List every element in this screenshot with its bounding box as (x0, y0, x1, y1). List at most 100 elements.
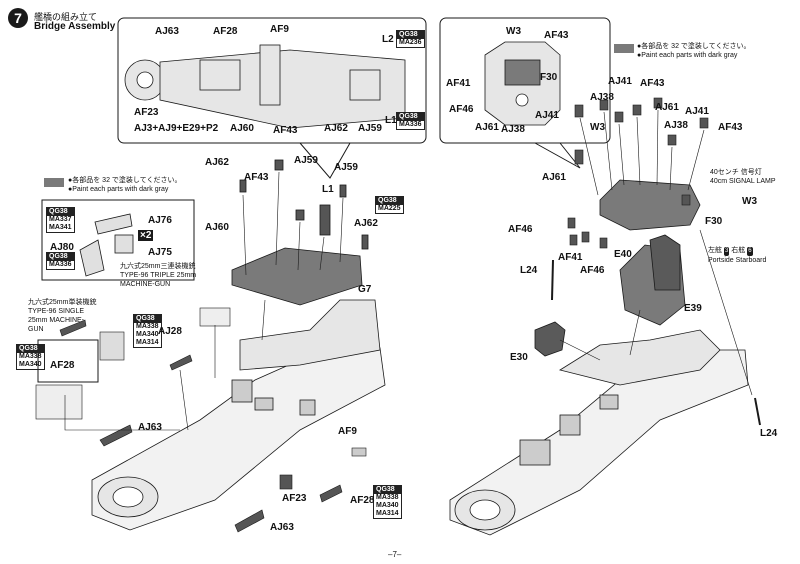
inset-right-frame (439, 17, 611, 144)
part-label: AF23 (282, 493, 307, 504)
part-label: AJ59 (294, 155, 318, 166)
code-box-l1: QG38 MA225 (375, 196, 404, 214)
single-mg-box (37, 339, 99, 383)
code-box-bottom: QG38 MA338 MA340 MA314 (373, 485, 402, 519)
part-label: L24 (520, 265, 538, 276)
part-label: F30 (705, 216, 723, 227)
starboard-jp: 右舷 (731, 247, 746, 254)
part-label: AF9 (338, 426, 357, 437)
code: MA338 (376, 494, 399, 501)
code-box-l1-inset: QG38 MA336 (396, 112, 425, 130)
part-label: AJ63 (270, 522, 294, 533)
part-label: AJ59 (358, 123, 382, 134)
part-label: AF46 (580, 265, 605, 276)
part-label: AF28 (213, 26, 238, 37)
part-label: AJ63 (138, 422, 162, 433)
part-label: AJ62 (324, 123, 348, 134)
code: MA236 (399, 39, 422, 46)
part-label: L2 (382, 34, 394, 45)
note-left-en: ●Paint each parts with dark gray (68, 186, 169, 193)
single-mg-caption-en: TYPE-96 SINGLE 25mm MACHINE-GUN (28, 308, 85, 333)
part-label: E40 (614, 249, 632, 260)
part-label: AJ41 (608, 76, 632, 87)
part-label: AJ28 (158, 326, 182, 337)
part-label: AF43 (544, 30, 569, 41)
part-label: W3 (590, 122, 605, 133)
right-bridge (534, 179, 701, 357)
triple-mg-caption-jp: 九六式25mm三連装機銃 (120, 263, 196, 270)
part-label: AJ59 (334, 162, 358, 173)
code: QG38 (397, 113, 424, 121)
inset-left-part (124, 44, 406, 129)
gun-parts (79, 213, 134, 277)
starboard-num: 6 (747, 247, 753, 256)
code-box-single-mg: QG38 MA338 MA340 (16, 344, 45, 370)
note-left-jp: ●各部品を 32 で塗装してください。 (68, 177, 182, 184)
code: QG38 (134, 315, 161, 323)
code: MA340 (19, 361, 42, 368)
code: MA341 (49, 224, 72, 231)
port-en: Portside (708, 257, 734, 264)
starboard-en: Starboard (735, 257, 767, 264)
part-label: AF9 (270, 24, 289, 35)
code: QG38 (397, 31, 424, 39)
part-label: L1 (322, 184, 334, 195)
note-right-jp: ●各部品を 32 で塗装してください。 (637, 43, 751, 50)
code: QG38 (17, 345, 44, 353)
part-label: AJ60 (230, 123, 254, 134)
code-box-l2: QG38 MA236 (396, 30, 425, 48)
code: MA340 (136, 331, 159, 338)
step-title-jp: 艦橋の組み立て (34, 12, 98, 22)
part-label: W3 (742, 196, 757, 207)
part-label: AJ38 (501, 124, 525, 135)
part-label: L24 (760, 428, 778, 439)
port-jp: 左舷 (708, 247, 722, 254)
page-number: –7– (388, 550, 402, 559)
code: QG38 (374, 486, 401, 494)
code: QG38 (47, 208, 74, 216)
code: MA314 (136, 339, 159, 346)
code: MA338 (136, 323, 159, 330)
dark-gray-swatch-left (44, 178, 64, 187)
g7-platform (231, 159, 369, 306)
port-num: 3 (723, 247, 730, 256)
part-label: AJ3+AJ9+E29+P2 (134, 123, 219, 134)
part-label: AJ61 (475, 122, 499, 133)
note-right-en: ●Paint each parts with dark gray (637, 52, 738, 59)
part-label: AF46 (449, 104, 474, 115)
part-label: AF46 (508, 224, 533, 235)
part-label: AJ62 (205, 157, 229, 168)
inset-left-pointer (299, 142, 351, 179)
part-label: AF23 (134, 107, 159, 118)
part-label: AJ80 (50, 242, 74, 253)
code-box-aj80: QG38 MA336 (46, 252, 75, 270)
right-pins (579, 109, 705, 196)
dark-gray-swatch-right (614, 44, 634, 53)
code: MA338 (19, 353, 42, 360)
part-label: AJ76 (148, 215, 172, 226)
code: MA314 (376, 510, 399, 517)
triple-mg-caption-en: TYPE-96 TRIPLE 25mm MACHINE-GUN (120, 272, 197, 288)
part-label: L1 (385, 115, 397, 126)
part-label: AF28 (50, 360, 75, 371)
part-label: AJ38 (590, 92, 614, 103)
code: QG38 (47, 253, 74, 261)
right-hull (449, 329, 749, 536)
part-label: AF43 (640, 78, 665, 89)
part-label: AF43 (718, 122, 743, 133)
part-label: G7 (358, 284, 372, 295)
part-label: AF41 (446, 78, 471, 89)
part-label: AF43 (273, 125, 298, 136)
part-label: AF41 (558, 252, 583, 263)
part-label: AJ75 (148, 247, 172, 258)
step-title-en: Bridge Assembly (34, 21, 116, 32)
code-box-aj28: QG38 MA338 MA340 MA314 (133, 314, 162, 348)
signal-lamp-caption-jp: 40センチ 信号灯 (710, 169, 762, 176)
signal-lamp-caption-en: 40cm SIGNAL LAMP (710, 178, 776, 185)
code: QG38 (376, 197, 403, 205)
part-label: AJ41 (685, 106, 709, 117)
code-box-aj76: QG38 MA337 MA341 (46, 207, 75, 233)
part-label: AF28 (350, 495, 375, 506)
